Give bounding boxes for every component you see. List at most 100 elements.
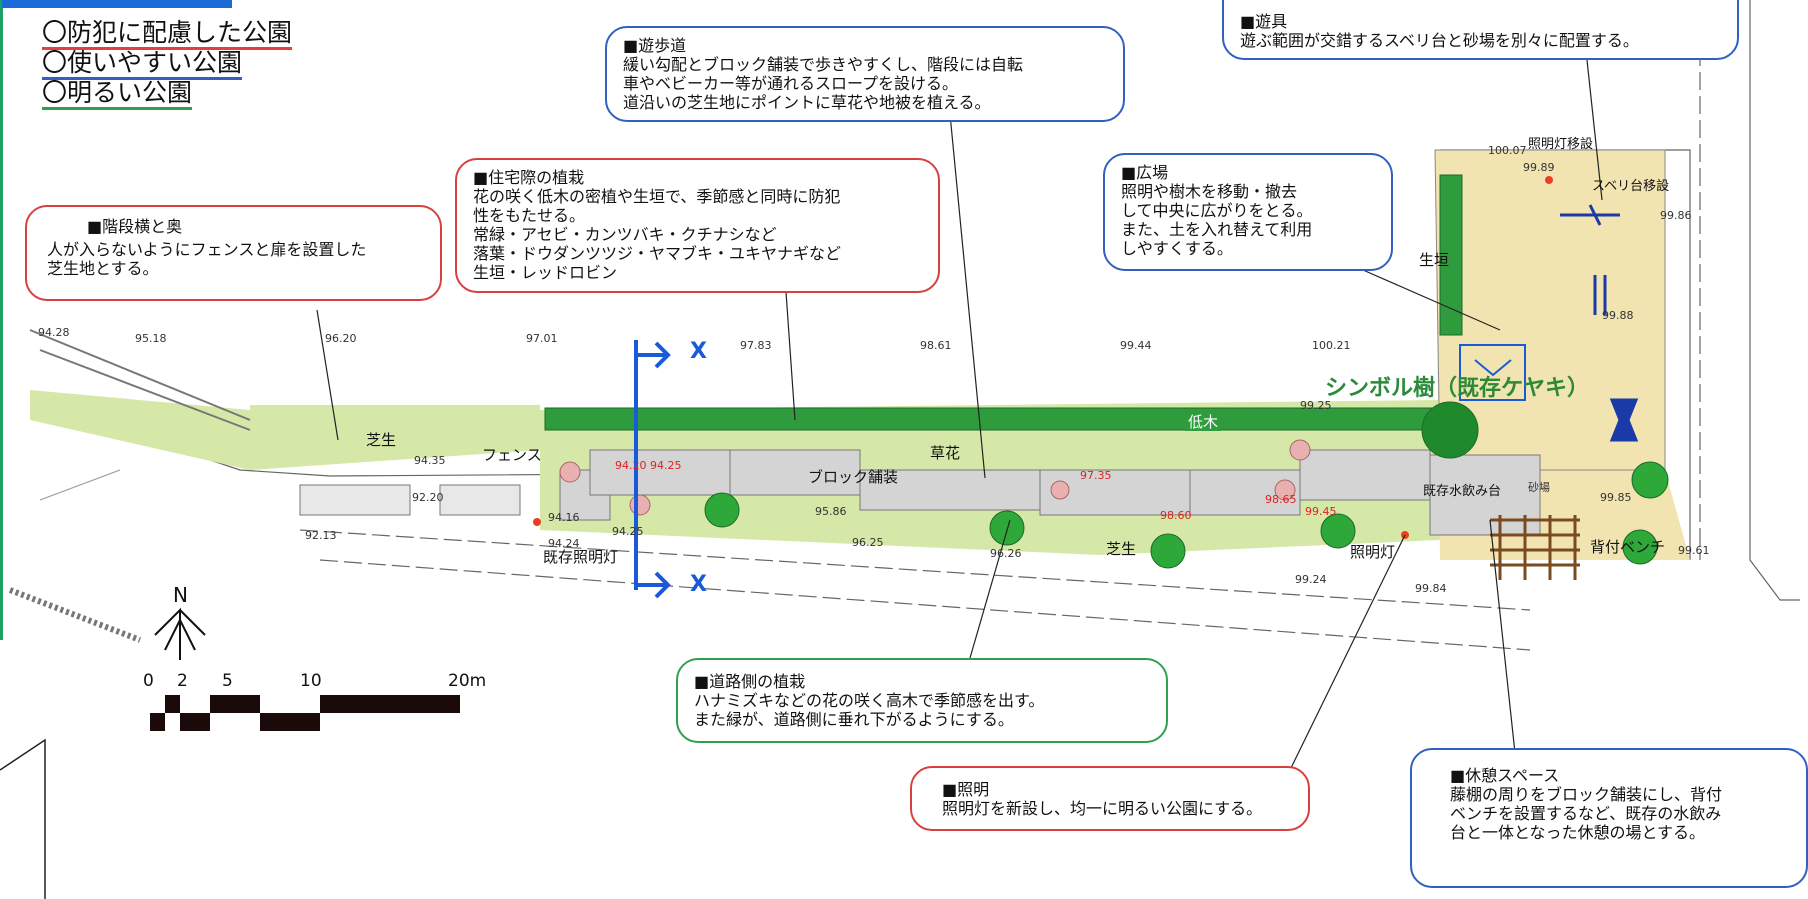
- label-backed-bench: 背付ベンチ: [1590, 538, 1666, 556]
- callout-roadside-line: ハナミズキなどの花の咲く高木で季節感を出す。: [694, 691, 1045, 710]
- principle-crime-prevention: 〇防犯に配慮した公園: [42, 20, 293, 50]
- scale-tick: 5: [222, 671, 233, 691]
- elevation-point: 99.84: [1415, 582, 1447, 595]
- callout-path-line: 車やベビーカー等が通れるスロープを設ける。: [623, 74, 959, 93]
- elevation-point: 94.25: [612, 525, 644, 538]
- elevation-red: 94.25: [650, 459, 682, 472]
- elevation-point: 94.35: [414, 454, 446, 467]
- callout-rest-line: ベンチを設置するなど、既存の水飲み: [1450, 804, 1722, 823]
- elevation-point: 99.61: [1678, 544, 1710, 557]
- label-light-relocation: 照明灯移設: [1528, 137, 1594, 152]
- callout-plaza-line: 照明や樹木を移動・撤去: [1121, 182, 1298, 201]
- callout-residential-line: 花の咲く低木の密植や生垣で、季節感と同時に防犯: [473, 187, 841, 206]
- symbol-tree-bracket: [1459, 344, 1526, 401]
- elevation-top: 99.44: [1120, 339, 1152, 352]
- label-flowers: 草花: [930, 444, 961, 462]
- elevation-top: 97.01: [526, 332, 558, 345]
- title-remnant: [2, 0, 232, 8]
- callout-residential-title: ■住宅際の植栽: [473, 168, 585, 187]
- elevation-top: 100.21: [1312, 339, 1351, 352]
- callout-plaza-title: ■広場: [1121, 163, 1169, 182]
- callout-residential-line: 性をもたせる。: [473, 206, 586, 225]
- callout-play-title: ■遊具: [1240, 12, 1288, 31]
- scale-tick: 20m: [448, 671, 487, 691]
- callout-walking-path: ■遊歩道 緩い勾配とブロック舗装で歩きやすくし、階段には自転 車やベビーカー等が…: [605, 26, 1125, 122]
- label-hedge: 生垣: [1419, 251, 1450, 269]
- label-block-paving: ブロック舗装: [808, 468, 899, 486]
- callout-stairs-line: 人が入らないようにフェンスと扉を設置した: [47, 240, 367, 259]
- callout-stairs-line: 芝生地とする。: [47, 259, 159, 278]
- label-drinking-fountain: 既存水飲み台: [1423, 484, 1502, 499]
- elevation-top: 97.83: [740, 339, 772, 352]
- elevation-point: 94.16: [548, 511, 580, 524]
- callout-roadside-planting: ■道路側の植栽 ハナミズキなどの花の咲く高木で季節感を出す。 また緑が、道路側に…: [676, 658, 1168, 743]
- callout-residential-line: 落葉・ドウダンツツジ・ヤマブキ・ユキヤナギなど: [473, 244, 842, 263]
- label-lawn-west: 芝生: [366, 431, 397, 449]
- principle-usable: 〇使いやすい公園: [42, 50, 243, 80]
- scale-tick: 0: [143, 671, 154, 691]
- label-symbol-tree: シンボル樹（既存ケヤキ）: [1325, 376, 1590, 401]
- elevation-point: 99.25: [1300, 399, 1332, 412]
- elevation-point: 99.86: [1660, 209, 1692, 222]
- pergola: [1490, 515, 1580, 580]
- callout-roadside-line: また緑が、道路側に垂れ下がるようにする。: [694, 710, 1014, 729]
- callout-residential-line: 常緑・アセビ・カンツバキ・クチナシなど: [473, 225, 777, 244]
- label-fence: フェンス: [482, 446, 542, 464]
- callout-play-equipment: ■遊具 遊ぶ範囲が交錯するスベリ台と砂場を別々に配置する。: [1222, 0, 1739, 60]
- callout-path-title: ■遊歩道: [623, 36, 687, 55]
- elevation-point: 96.26: [990, 547, 1022, 560]
- elevation-top: 94.28: [38, 326, 70, 339]
- label-sandbox: 砂場: [1528, 481, 1550, 494]
- callout-lighting: ■照明 照明灯を新設し、均一に明るい公園にする。: [910, 766, 1310, 831]
- elevation-red: 94.20: [615, 459, 647, 472]
- callout-residential-planting: ■住宅際の植栽 花の咲く低木の密植や生垣で、季節感と同時に防犯 性をもたせる。 …: [455, 158, 940, 293]
- label-slide-relocation: スベリ台移設: [1592, 179, 1670, 194]
- callout-rest-space: ■休憩スペース 藤棚の周りをブロック舗装にし、背付 ベンチを設置するなど、既存の…: [1410, 748, 1808, 888]
- callout-lighting-title: ■照明: [942, 780, 990, 799]
- house-outline: [0, 738, 46, 899]
- frame-edge: [0, 0, 3, 640]
- callout-lighting-line: 照明灯を新設し、均一に明るい公園にする。: [942, 799, 1263, 818]
- elevation-red: 98.60: [1160, 509, 1192, 522]
- elevation-point: 99.88: [1602, 309, 1634, 322]
- callout-rest-title: ■休憩スペース: [1450, 766, 1560, 785]
- label-low-trees: 低木: [1185, 414, 1222, 431]
- callout-stairs-title: ■階段横と奥: [87, 217, 183, 236]
- scale-bar-graphic: [150, 695, 460, 731]
- elevation-point: 96.25: [852, 536, 884, 549]
- block-paving-path: [559, 449, 1541, 536]
- callout-residential-line: 生垣・レッドロビン: [473, 263, 618, 282]
- elevation-red: 97.35: [1080, 469, 1112, 482]
- label-lawn-south: 芝生: [1106, 540, 1137, 558]
- west-stairs: [29, 329, 521, 516]
- north-label: N: [173, 583, 188, 607]
- callout-plaza-line: して中央に広がりをとる。: [1121, 201, 1313, 220]
- callout-play-line: 遊ぶ範囲が交錯するスベリ台と砂場を別々に配置する。: [1240, 31, 1639, 50]
- elevation-point: 94.24: [548, 537, 580, 550]
- elevation-top: 98.61: [920, 339, 952, 352]
- leader-lines: [316, 59, 1603, 771]
- section-mark-bottom: X: [690, 572, 707, 597]
- callout-plaza-line: また、土を入れ替えて利用: [1121, 220, 1313, 239]
- callout-rest-line: 藤棚の周りをブロック舗装にし、背付: [1450, 785, 1723, 804]
- label-lamp: 照明灯: [1350, 543, 1396, 561]
- lamps: [533, 176, 1553, 539]
- elevation-red: 98.65: [1265, 493, 1297, 506]
- callout-path-line: 緩い勾配とブロック舗装で歩きやすくし、階段には自転: [623, 55, 1024, 74]
- elevation-point: 99.85: [1600, 491, 1632, 504]
- hedge-vertical: [1439, 174, 1463, 336]
- play-equipment: [1560, 204, 1639, 442]
- elevation-point: 99.24: [1295, 573, 1327, 586]
- callout-stairs: ■階段横と奥 人が入らないようにフェンスと扉を設置した 芝生地とする。: [25, 205, 442, 301]
- section-arrows: [634, 340, 671, 599]
- elevation-point: 92.13: [305, 529, 337, 542]
- north-arrow: [154, 607, 206, 660]
- trees: [704, 401, 1669, 569]
- callout-roadside-title: ■道路側の植栽: [694, 672, 806, 691]
- elevation-point: 99.89: [1523, 161, 1555, 174]
- callout-plaza: ■広場 照明や樹木を移動・撤去 して中央に広がりをとる。 また、土を入れ替えて利…: [1103, 153, 1393, 271]
- callout-path-line: 道沿いの芝生地にポイントに草花や地被を植える。: [623, 93, 991, 112]
- elevation-point: 92.20: [412, 491, 444, 504]
- callout-plaza-line: しやすくする。: [1121, 239, 1233, 258]
